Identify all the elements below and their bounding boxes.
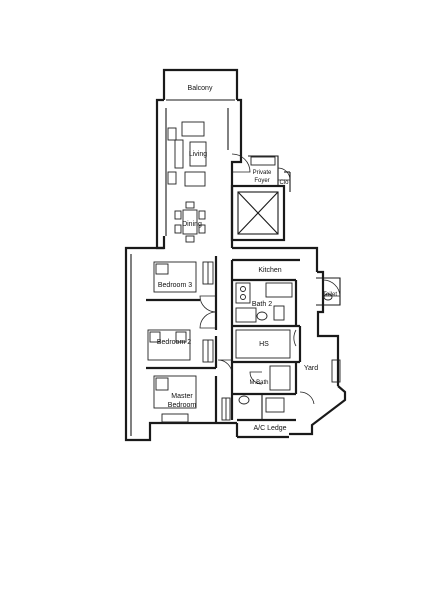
label-bedroom-2: Bedroom 2 [157, 339, 191, 346]
label-toilet: Toilet [323, 292, 337, 298]
label-master-bedroom-line1: Master [171, 393, 193, 400]
label-private-foyer-line2: Foyer [254, 178, 269, 184]
label-hs: HS [259, 341, 269, 348]
label-kitchen: Kitchen [258, 267, 281, 274]
label-living: Living [189, 151, 207, 158]
label-m-bath: M.Bath [249, 380, 268, 386]
furniture [147, 121, 341, 423]
outer-walls [124, 68, 347, 442]
doors [199, 153, 341, 405]
interior-walls [146, 108, 302, 423]
label-clo: Clo [279, 180, 289, 186]
label-bath-2: Bath 2 [252, 301, 272, 308]
label-dining: Dining [182, 221, 202, 228]
room-labels: Balcony Living Private Foyer Clo Dining … [157, 85, 337, 432]
label-balcony: Balcony [188, 85, 213, 92]
label-private-foyer-line1: Private [253, 170, 272, 176]
label-yard: Yard [304, 365, 318, 372]
label-ac-ledge: A/C Ledge [253, 425, 286, 432]
label-bedroom-3: Bedroom 3 [158, 282, 192, 289]
label-master-bedroom-line2: Bedroom [168, 402, 197, 409]
